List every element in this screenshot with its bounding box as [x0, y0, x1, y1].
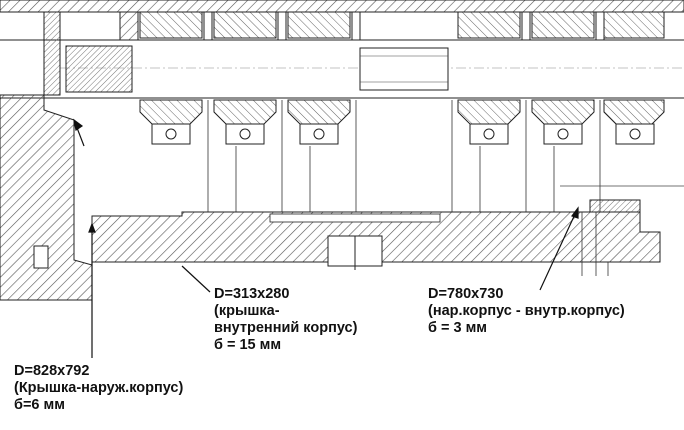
end-cover-left	[0, 94, 93, 301]
annotation-line: D=780x730	[428, 286, 504, 302]
leader-arrow-b	[73, 118, 84, 131]
annotation-line: D=313x280	[214, 286, 290, 302]
annotation-line: (крышка-	[214, 303, 280, 319]
leader-line-b	[181, 265, 211, 293]
shaft	[0, 39, 684, 99]
seal-housing	[43, 11, 61, 96]
impeller-stages-lower	[139, 99, 665, 145]
leader-arrow-a	[88, 222, 96, 233]
annotation-line: (Крышка-наруж.корпус)	[14, 380, 184, 396]
annotation-line: D=828x792	[14, 363, 90, 379]
annotation-line: б = 3 мм	[428, 320, 488, 336]
annotation-line: б=6 мм	[14, 397, 65, 413]
end-flange-right	[589, 199, 641, 213]
leader-lines	[73, 118, 579, 358]
stage-guide-lines	[207, 100, 601, 212]
annotation-casing-gap: D=780x730 (нар.корпус - внутр.корпус) б …	[428, 286, 625, 337]
bolt-left	[33, 245, 49, 269]
top-casing-section	[0, 0, 684, 13]
annotation-line: б = 15 мм	[214, 337, 282, 353]
annotation-line: (нар.корпус - внутр.корпус)	[428, 303, 625, 319]
casing-recess	[269, 213, 441, 223]
annotation-line: внутренний корпус)	[214, 320, 358, 336]
leader-line-c	[539, 211, 577, 291]
impeller-stages-upper	[119, 11, 665, 41]
annotation-inner-cover-gap: D=313x280 (крышка- внутренний корпус) б …	[214, 286, 357, 354]
annotation-outer-cover-gap: D=828x792 (Крышка-наруж.корпус) б=6 мм	[14, 363, 183, 414]
leader-arrow-c	[571, 206, 579, 219]
